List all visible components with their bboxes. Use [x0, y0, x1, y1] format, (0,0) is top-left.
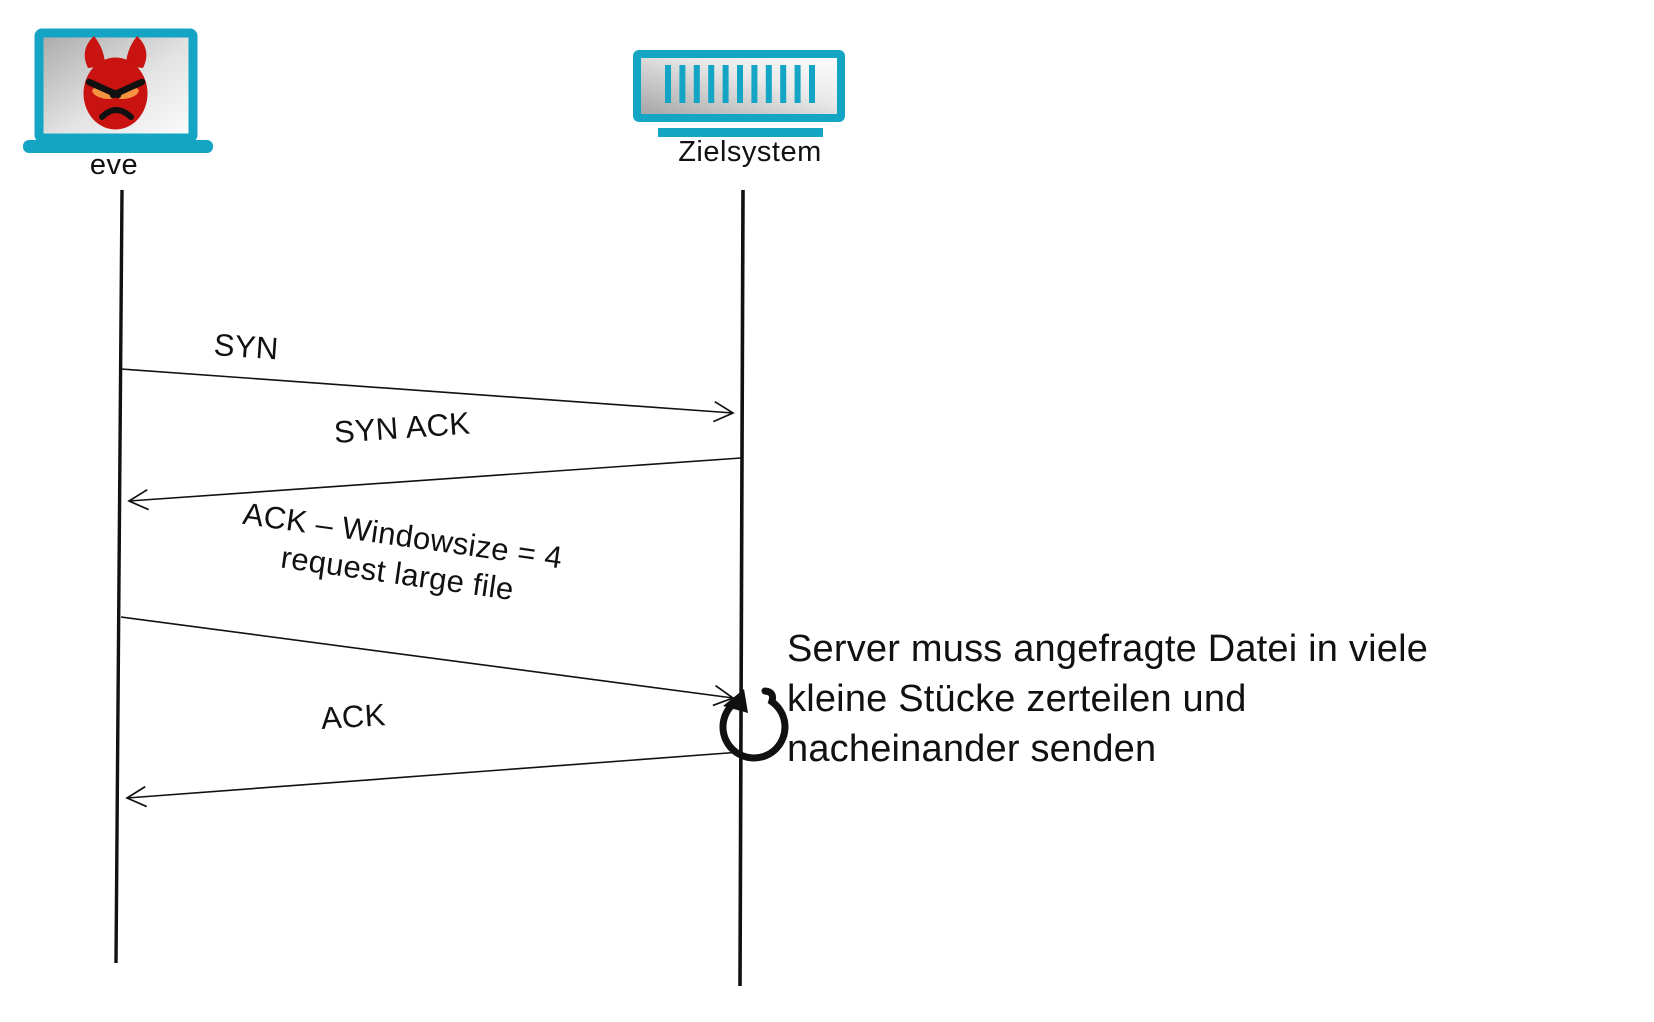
message-label-ack: ACK: [319, 697, 387, 736]
message-arrow-syn: [120, 368, 735, 423]
laptop-base: [23, 140, 213, 153]
actor-label-eve: eve: [89, 149, 139, 181]
devil-mouth: [99, 107, 134, 120]
server-icon: [633, 50, 845, 137]
message-arrow-syn-ack: [127, 457, 742, 511]
server-vents: [665, 65, 815, 103]
actor-label-zielsystem: Zielsystem: [678, 136, 822, 168]
note-text: Server muss angefragte Datei in viele kl…: [787, 624, 1547, 774]
devil-laptop-icon: [23, 28, 213, 153]
loop-arrow-head: [723, 689, 748, 713]
message-arrow-ack-window: [120, 616, 735, 707]
note-line-2: kleine Stücke zerteilen und: [787, 678, 1247, 720]
devil-horn-left: [84, 36, 105, 68]
lifeline-eve: [114, 189, 124, 964]
note-line-1: Server muss angefragte Datei in viele: [787, 628, 1429, 670]
message-label-syn: SYN: [212, 327, 280, 367]
loop-arrow-circle: [719, 687, 789, 762]
lifeline-zielsystem: [738, 189, 745, 987]
message-arrow-ack: [125, 751, 742, 808]
server-base-bar: [658, 128, 823, 137]
devil-brow-right: [109, 78, 146, 99]
devil-horn-right: [126, 36, 147, 68]
devil-face-icon: [83, 36, 148, 130]
note-line-3: nacheinander senden: [787, 728, 1157, 770]
loop-arrow-icon: [719, 687, 789, 762]
